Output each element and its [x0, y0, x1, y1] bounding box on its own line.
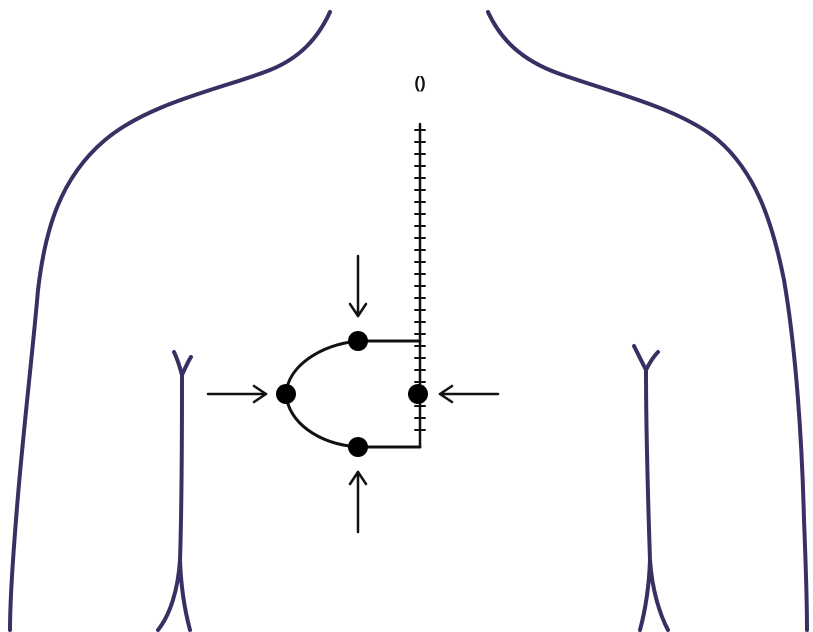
inferior-marker-dot: [348, 437, 368, 457]
left-arrow-icon: [440, 386, 498, 402]
down-arrow-icon: [350, 256, 366, 316]
up-arrow-icon: [350, 472, 366, 532]
body-outline: [10, 12, 807, 630]
left-marker-dot: [276, 384, 296, 404]
left-neck-shoulder-outline: [10, 12, 330, 630]
superior-marker-dot: [348, 331, 368, 351]
right-marker-dot: [408, 384, 428, 404]
left-armpit-outline: [158, 352, 191, 630]
right-arrow-icon: [208, 386, 266, 402]
flap-curve: [286, 341, 358, 447]
right-armpit-outline: [634, 346, 668, 630]
arrows: [208, 256, 498, 532]
flap-outline: [286, 341, 420, 447]
top-label: (): [414, 73, 425, 92]
